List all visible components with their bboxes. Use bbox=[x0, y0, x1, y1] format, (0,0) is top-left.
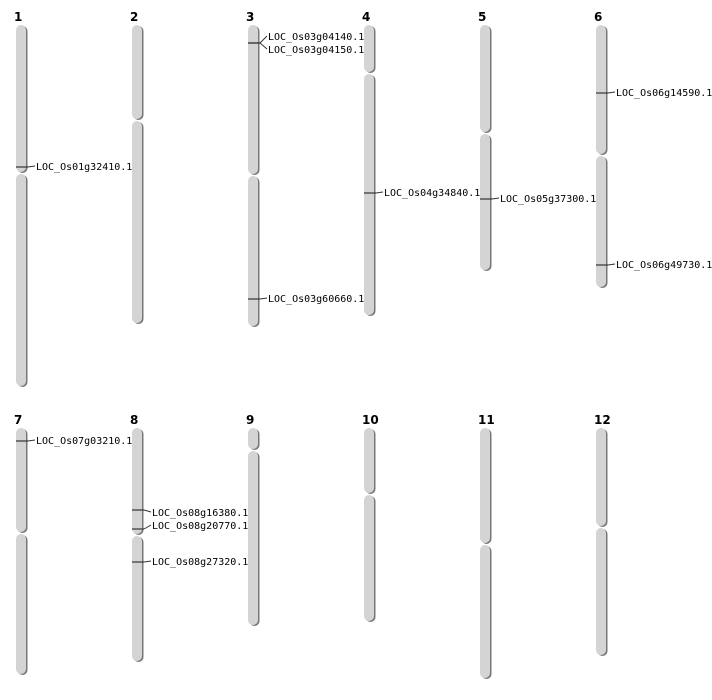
p-arm bbox=[596, 25, 606, 154]
gene-label: LOC_Os08g16380.1 bbox=[152, 508, 248, 519]
marker-connector bbox=[143, 560, 152, 563]
p-arm bbox=[364, 25, 374, 72]
chromosome-number: 3 bbox=[246, 10, 254, 24]
chromosome-2: 2 bbox=[130, 10, 144, 324]
chromosome-number: 6 bbox=[594, 10, 602, 24]
p-arm bbox=[132, 25, 142, 119]
p-arm bbox=[16, 428, 26, 532]
gene-label: LOC_Os06g14590.1 bbox=[616, 88, 712, 99]
marker-connector bbox=[491, 197, 500, 200]
marker-connector bbox=[143, 509, 152, 513]
p-arm bbox=[364, 428, 374, 493]
chromosome-number: 12 bbox=[594, 413, 611, 427]
marker-connector bbox=[27, 439, 36, 442]
q-arm bbox=[596, 156, 606, 287]
gene-label: LOC_Os06g49730.1 bbox=[616, 260, 712, 271]
chromosome-number: 10 bbox=[362, 413, 379, 427]
marker-connector bbox=[607, 91, 616, 94]
gene-label: LOC_Os07g03210.1 bbox=[36, 436, 132, 447]
gene-label: LOC_Os08g27320.1 bbox=[152, 557, 248, 568]
marker-connector bbox=[607, 263, 616, 266]
q-arm bbox=[364, 495, 374, 621]
chromosome-12: 12 bbox=[594, 413, 611, 656]
chromosome-number: 9 bbox=[246, 413, 254, 427]
gene-label: LOC_Os03g60660.1 bbox=[268, 294, 364, 305]
chromosome-11: 11 bbox=[478, 413, 495, 679]
p-arm bbox=[248, 428, 258, 449]
gene-label: LOC_Os03g04150.1 bbox=[268, 45, 364, 56]
p-arm bbox=[480, 428, 490, 543]
chromosome-number: 2 bbox=[130, 10, 138, 24]
chromosome-number: 4 bbox=[362, 10, 370, 24]
q-arm bbox=[596, 528, 606, 655]
gene-label: LOC_Os05g37300.1 bbox=[500, 194, 596, 205]
q-arm bbox=[16, 534, 26, 674]
chromosome-number: 7 bbox=[14, 413, 22, 427]
p-arm bbox=[248, 25, 258, 174]
q-arm bbox=[248, 451, 258, 625]
q-arm bbox=[132, 536, 142, 661]
gene-label: LOC_Os03g04140.1 bbox=[268, 32, 364, 43]
chromosome-10: 10 bbox=[362, 413, 379, 622]
q-arm bbox=[132, 121, 142, 323]
marker-connector bbox=[375, 191, 384, 194]
marker-connector bbox=[259, 297, 268, 300]
chromosome-8: 8LOC_Os08g16380.1LOC_Os08g20770.1LOC_Os0… bbox=[130, 413, 248, 662]
chromosome-number: 8 bbox=[130, 413, 138, 427]
q-arm bbox=[16, 174, 26, 386]
chromosome-number: 5 bbox=[478, 10, 486, 24]
marker-connector bbox=[27, 165, 36, 168]
gene-label: LOC_Os08g20770.1 bbox=[152, 521, 248, 532]
gene-label: LOC_Os04g34840.1 bbox=[384, 188, 480, 199]
q-arm bbox=[480, 545, 490, 678]
chromosome-9: 9 bbox=[246, 413, 260, 626]
marker-connector bbox=[259, 35, 268, 44]
marker-connector bbox=[259, 42, 268, 50]
chromosome-number: 11 bbox=[478, 413, 495, 427]
gene-label: LOC_Os01g32410.1 bbox=[36, 162, 132, 173]
p-arm bbox=[596, 428, 606, 526]
chromosome-number: 1 bbox=[14, 10, 22, 24]
q-arm bbox=[364, 74, 374, 315]
p-arm bbox=[16, 25, 26, 172]
marker-connector bbox=[143, 524, 152, 530]
p-arm bbox=[480, 25, 490, 132]
q-arm bbox=[248, 176, 258, 326]
q-arm bbox=[480, 134, 490, 270]
p-arm bbox=[132, 428, 142, 534]
chromosome-3: 3LOC_Os03g04140.1LOC_Os03g04150.1LOC_Os0… bbox=[246, 10, 364, 327]
